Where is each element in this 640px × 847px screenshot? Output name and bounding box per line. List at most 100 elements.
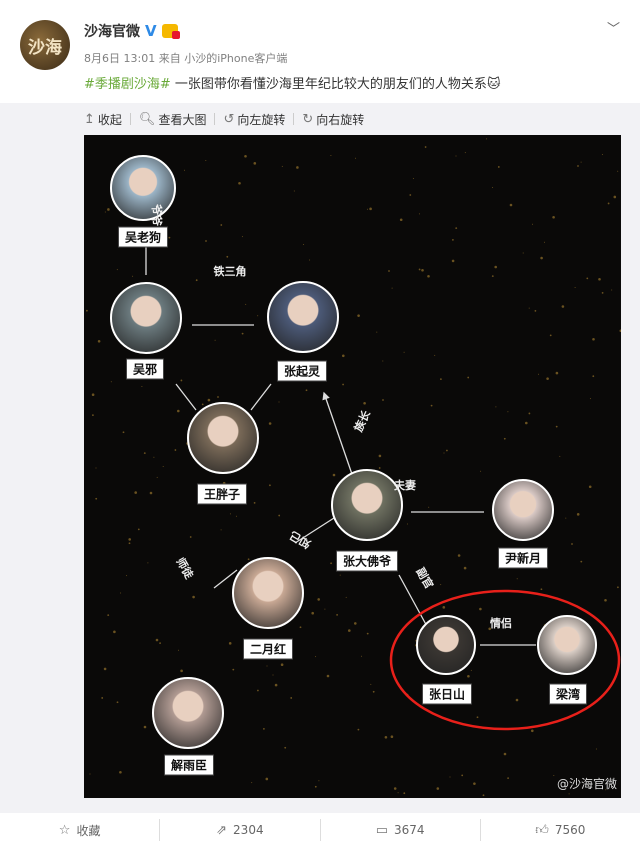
speckle	[155, 638, 159, 642]
hashtag-link[interactable]: #季播剧沙海#	[84, 77, 171, 92]
rotate-right-icon: ↻	[302, 111, 314, 127]
speckle	[342, 354, 345, 358]
speckle	[403, 792, 406, 795]
speckle	[269, 484, 271, 487]
post-time[interactable]: 8月6日 13:01	[84, 52, 156, 65]
speckle	[245, 303, 247, 305]
like-button[interactable]: 👍︎7560	[481, 819, 640, 841]
favorite-button[interactable]: ☆收藏	[0, 819, 161, 841]
speckle	[305, 389, 308, 392]
speckle	[428, 506, 430, 508]
like-count: 7560	[554, 823, 586, 837]
watermark: @沙海官微	[556, 777, 617, 791]
comment-button[interactable]: ▭3674	[321, 819, 481, 841]
relation-line	[175, 383, 197, 411]
speckle	[555, 425, 558, 428]
relation-line	[250, 383, 272, 411]
username-link[interactable]: 沙海官微	[84, 24, 140, 40]
speckle	[455, 155, 457, 157]
speckle	[376, 331, 378, 333]
character-photo	[152, 677, 224, 749]
speckle	[95, 497, 98, 500]
speckle	[586, 277, 589, 280]
speckle	[451, 259, 455, 263]
relation-label: 情侣	[490, 617, 512, 630]
speckle	[253, 162, 257, 165]
speckle	[378, 454, 382, 458]
character-photo	[492, 479, 554, 541]
speckle	[516, 578, 518, 580]
speckle	[296, 166, 299, 169]
speckle	[403, 351, 405, 353]
relationship-chart-image[interactable]: @沙海官微 吴老狗吴邪张起灵王胖子张大佛爷尹新月二月红张日山梁湾解雨臣爷爷铁三角…	[84, 135, 621, 798]
speckle	[503, 752, 507, 756]
speckle	[201, 403, 204, 406]
speckle	[382, 399, 384, 401]
speckle	[89, 773, 91, 775]
speckle	[605, 789, 607, 791]
speckle	[318, 780, 320, 782]
post-source[interactable]: 小沙的iPhone客户端	[184, 52, 288, 65]
speckle	[119, 770, 122, 774]
character-photo	[110, 282, 182, 354]
relation-line	[398, 574, 430, 632]
speckle	[266, 665, 268, 667]
speckle	[195, 279, 198, 282]
speckle	[370, 683, 372, 685]
relation-line	[322, 391, 355, 481]
speckle	[336, 613, 338, 616]
speckle	[488, 627, 492, 631]
speckle	[384, 735, 388, 739]
speckle	[116, 701, 119, 704]
character-name: 吴老狗	[117, 226, 169, 248]
speckle	[149, 491, 153, 495]
share-icon: ⇗	[216, 822, 228, 838]
divider	[293, 113, 295, 125]
speckle	[192, 595, 195, 599]
speckle	[168, 236, 171, 239]
speckle	[355, 157, 356, 159]
speckle	[311, 611, 314, 615]
speckle	[229, 513, 231, 515]
speckle	[207, 398, 211, 402]
speckle	[107, 208, 110, 211]
speckle	[588, 485, 592, 489]
speckle	[107, 614, 110, 617]
speckle	[303, 243, 305, 245]
account-avatar[interactable]: 沙海	[20, 20, 70, 70]
speckle	[534, 309, 537, 312]
relation-label: 夫妻	[394, 479, 416, 492]
speckle	[332, 473, 336, 477]
speckle	[592, 337, 595, 341]
speckle	[424, 146, 427, 148]
relation-line	[294, 517, 335, 544]
repost-button[interactable]: ⇗2304	[160, 819, 321, 841]
speckle	[491, 275, 494, 278]
collapse-button[interactable]: ↥收起	[84, 111, 130, 128]
speckle	[84, 135, 85, 136]
speckle	[143, 725, 147, 729]
rotate-left-button[interactable]: ↺向左旋转	[215, 111, 293, 128]
speckle	[342, 383, 344, 386]
character-photo	[232, 557, 304, 629]
speckle	[143, 452, 146, 455]
speckle	[552, 215, 555, 219]
rotate-right-button[interactable]: ↻向右旋转	[294, 111, 372, 128]
rotate-left-icon: ↺	[223, 111, 235, 127]
speckle	[326, 674, 330, 678]
speckle	[101, 697, 104, 699]
view-large-button[interactable]: 🔍︎查看大图	[131, 111, 215, 128]
speckle	[492, 186, 494, 188]
speckle	[515, 698, 519, 702]
chevron-down-icon[interactable]: ﹀	[606, 22, 620, 37]
speckle	[354, 622, 357, 625]
speckle	[409, 194, 412, 196]
speckle	[281, 165, 283, 167]
speckle	[544, 241, 545, 243]
speckle	[461, 774, 464, 777]
speckle	[399, 218, 403, 222]
speckle	[220, 529, 222, 531]
search-icon: 🔍︎	[138, 111, 156, 127]
speckle	[128, 538, 131, 541]
favorite-label: 收藏	[76, 823, 101, 838]
